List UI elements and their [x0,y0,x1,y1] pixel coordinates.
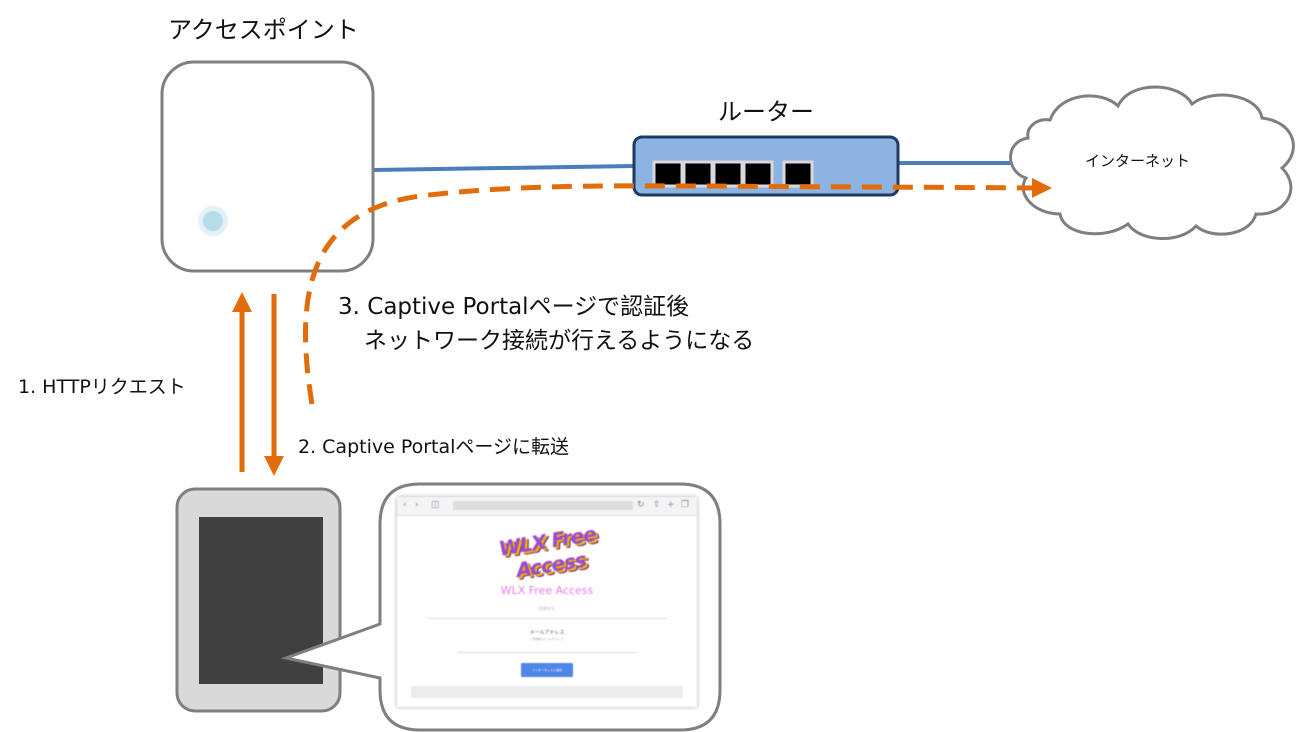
bookmarks-icon: ◫ [431,500,440,510]
step2-label: 2. Captive Portalページに転送 [298,436,570,458]
portal-logo: WLX Free Access [497,521,598,583]
step3-line2: ネットワーク接続が行えるようになる [364,328,755,354]
tabs-icon: ❐ [681,500,690,510]
browser-toolbar: ‹ › ◫ ↻ ⇧ + ❐ [397,497,697,516]
access-point-label: アクセスポイント [168,16,359,44]
portal-email-field [457,647,637,653]
portal-footer [411,686,683,698]
step1-label: 1. HTTPリクエスト [18,376,186,398]
portal-submit-button: インターネットに接続 [521,663,573,677]
access-point-box [160,60,375,273]
address-bar [453,501,633,510]
portal-email-note: ご利用のメールアドレス [530,637,564,641]
portal-email-label: メールアドレス [529,630,565,636]
captive-portal-screenshot: ‹ › ◫ ↻ ⇧ + ❐ WLX Free Access WLX Free A… [397,497,697,707]
router-label: ルーター [718,98,814,126]
new-tab-icon: + [667,500,675,510]
internet-cloud-icon [1009,85,1295,240]
forward-icon: › [415,500,419,510]
reload-icon: ↻ [637,500,645,510]
portal-title: WLX Free Access [500,584,594,597]
share-icon: ⇧ [653,500,661,510]
router-ports [652,160,814,188]
back-icon: ‹ [403,500,407,510]
portal-login-link: ログイン [539,606,555,611]
portal-divider [427,618,667,619]
step3-line1: 3. Captive Portalページで認証後 [338,294,690,320]
step3-label: 3. Captive Portalページで認証後 ネットワーク接続が行えるように… [338,290,754,358]
internet-access-flow-arrow [303,177,1052,405]
ap-router-link [373,164,635,172]
internet-label: インターネット [1085,152,1191,170]
